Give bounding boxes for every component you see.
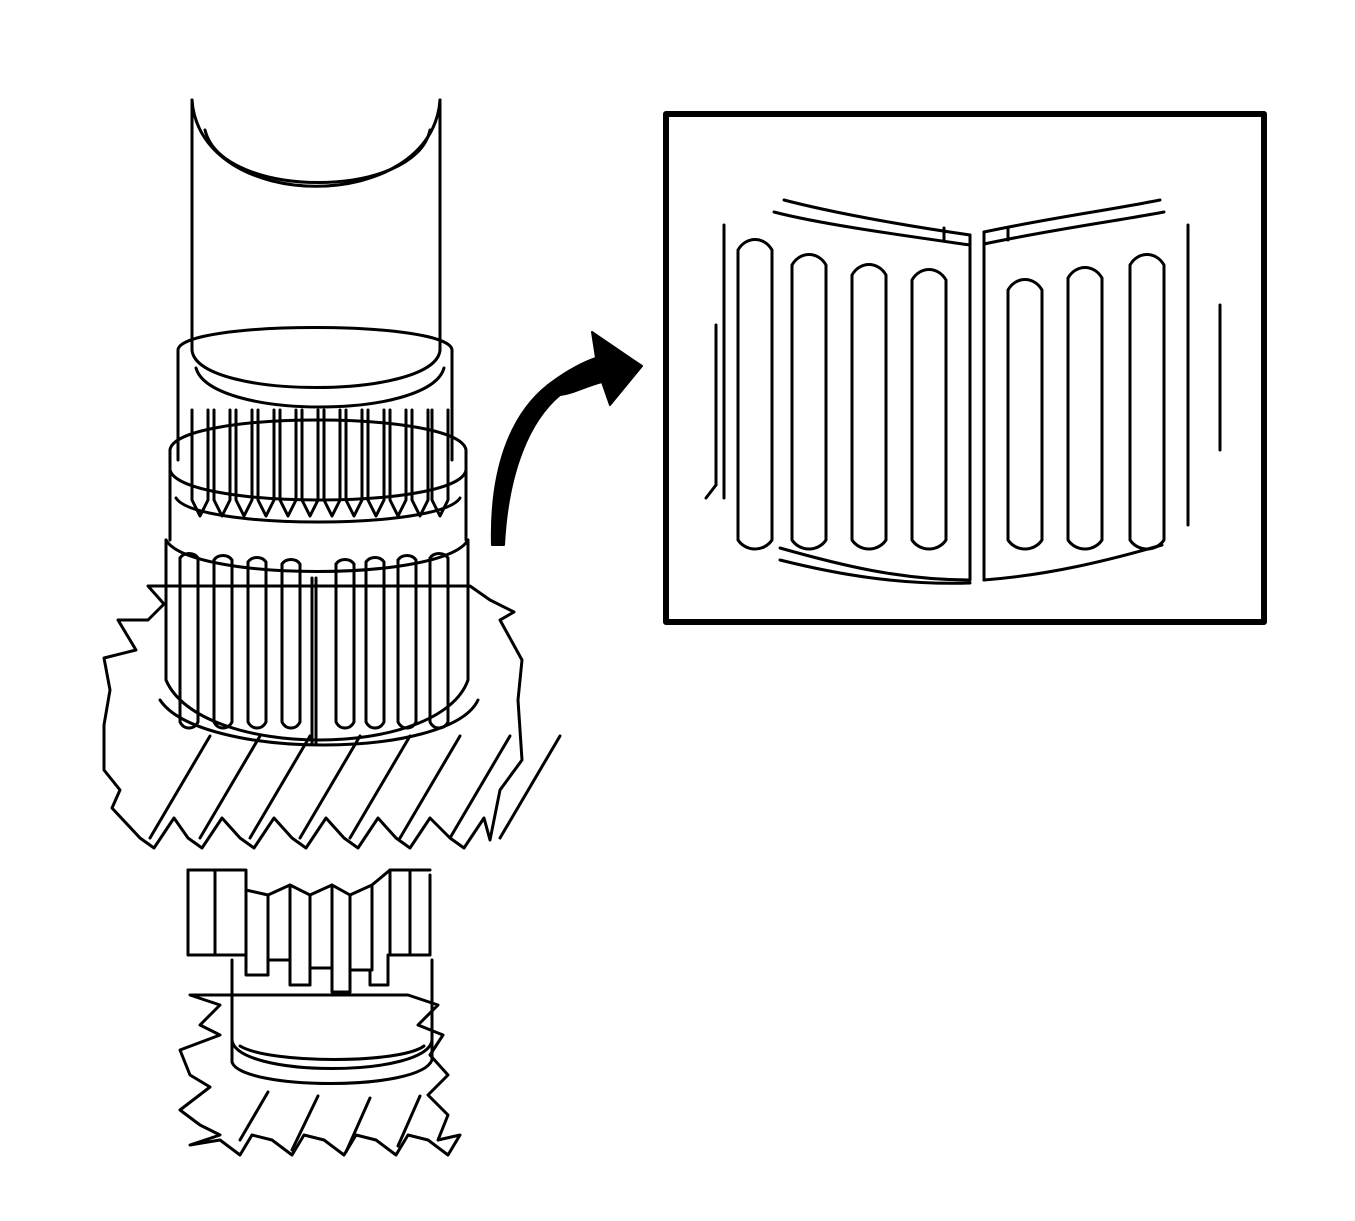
spline-tooth: [322, 408, 342, 518]
inset-roller: [1066, 266, 1104, 551]
callout-arrow: [490, 331, 643, 546]
spline-tooth: [388, 408, 408, 518]
spline-hub: [186, 868, 432, 994]
inset-roller: [736, 238, 774, 551]
helix-line: [448, 734, 512, 840]
spline-tooth: [430, 408, 450, 518]
bearing-roller: [334, 558, 356, 730]
helical-gear: [102, 584, 562, 850]
spline-tooth: [212, 408, 232, 518]
bearing-roller: [364, 556, 386, 730]
helix-line: [198, 734, 262, 840]
spline-tooth: [256, 408, 276, 518]
inset-frame: [663, 111, 1267, 625]
spline-tooth: [278, 408, 298, 518]
helix-line: [348, 734, 412, 840]
inset-roller: [1006, 278, 1044, 551]
lower-shaft: [230, 958, 434, 1070]
bearing-roller: [246, 556, 268, 730]
shaft: [190, 98, 442, 389]
bearing-roller: [280, 558, 302, 730]
helix-line: [398, 734, 462, 840]
spline-tooth: [300, 408, 320, 518]
inset-roller: [850, 263, 888, 551]
inset-detail: [663, 111, 1267, 625]
inset-roller: [790, 253, 828, 551]
spline-tooth: [234, 408, 254, 518]
inset-roller: [910, 268, 948, 551]
spline-tooth: [410, 408, 430, 518]
helix-line: [298, 734, 362, 840]
spline-tooth: [366, 408, 386, 518]
bearing-roller: [396, 554, 418, 730]
bearing-roller: [212, 554, 234, 730]
spline-tooth: [344, 408, 364, 518]
bearing-roller: [428, 552, 450, 730]
needle-bearing: [164, 418, 470, 746]
upper-spline: [176, 326, 454, 518]
helix-line: [148, 734, 212, 840]
helix-line: [248, 734, 312, 840]
bearing-roller: [178, 552, 200, 730]
lower-gear: [178, 993, 462, 1157]
inset-roller: [1128, 253, 1166, 551]
spline-tooth: [190, 408, 210, 518]
helix-line: [498, 734, 562, 840]
